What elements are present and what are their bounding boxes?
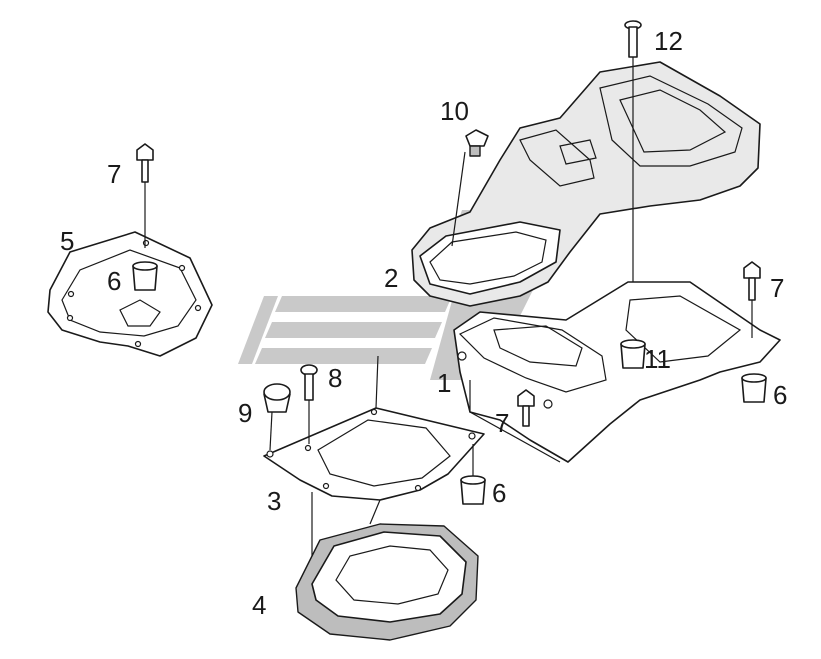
part-8-screw	[300, 364, 318, 444]
part-7-bolt-left	[136, 143, 154, 248]
part-7-bolt-center	[517, 389, 535, 427]
callout-6-left: 6	[107, 266, 121, 296]
callout-11: 11	[644, 344, 671, 374]
callout-2: 2	[384, 263, 398, 293]
part-6-nut-center	[460, 444, 486, 505]
part-2-console-body	[411, 61, 761, 307]
part-12-screw	[624, 20, 642, 330]
part-3-gasket-plate	[263, 355, 485, 501]
callout-6-right: 6	[773, 380, 787, 410]
callout-12: 12	[654, 26, 683, 56]
callout-3: 3	[267, 486, 281, 516]
callout-7-center: 7	[495, 408, 509, 438]
callout-9: 9	[238, 398, 252, 428]
callout-10: 10	[440, 96, 469, 126]
part-1-bracket	[453, 281, 781, 463]
part-7-bolt-right	[743, 261, 761, 338]
callout-4: 4	[252, 590, 266, 620]
part-6-nut-right	[741, 373, 767, 403]
part-11-nut	[620, 339, 646, 369]
callout-5: 5	[60, 226, 74, 256]
callout-labels: 1 2 3 4 5 6 6 6 7 7 7 8 9 10 11 12	[60, 26, 787, 620]
callout-1: 1	[437, 368, 451, 398]
callout-7-right: 7	[770, 273, 784, 303]
callout-6-center: 6	[492, 478, 506, 508]
callout-7-left: 7	[107, 159, 121, 189]
part-4-boot-base	[295, 492, 479, 641]
callout-8: 8	[328, 363, 342, 393]
part-5-base-plate	[47, 231, 213, 357]
part-6-nut-left	[132, 261, 158, 291]
part-9-plug	[263, 383, 291, 451]
part-10-clip	[451, 129, 489, 247]
